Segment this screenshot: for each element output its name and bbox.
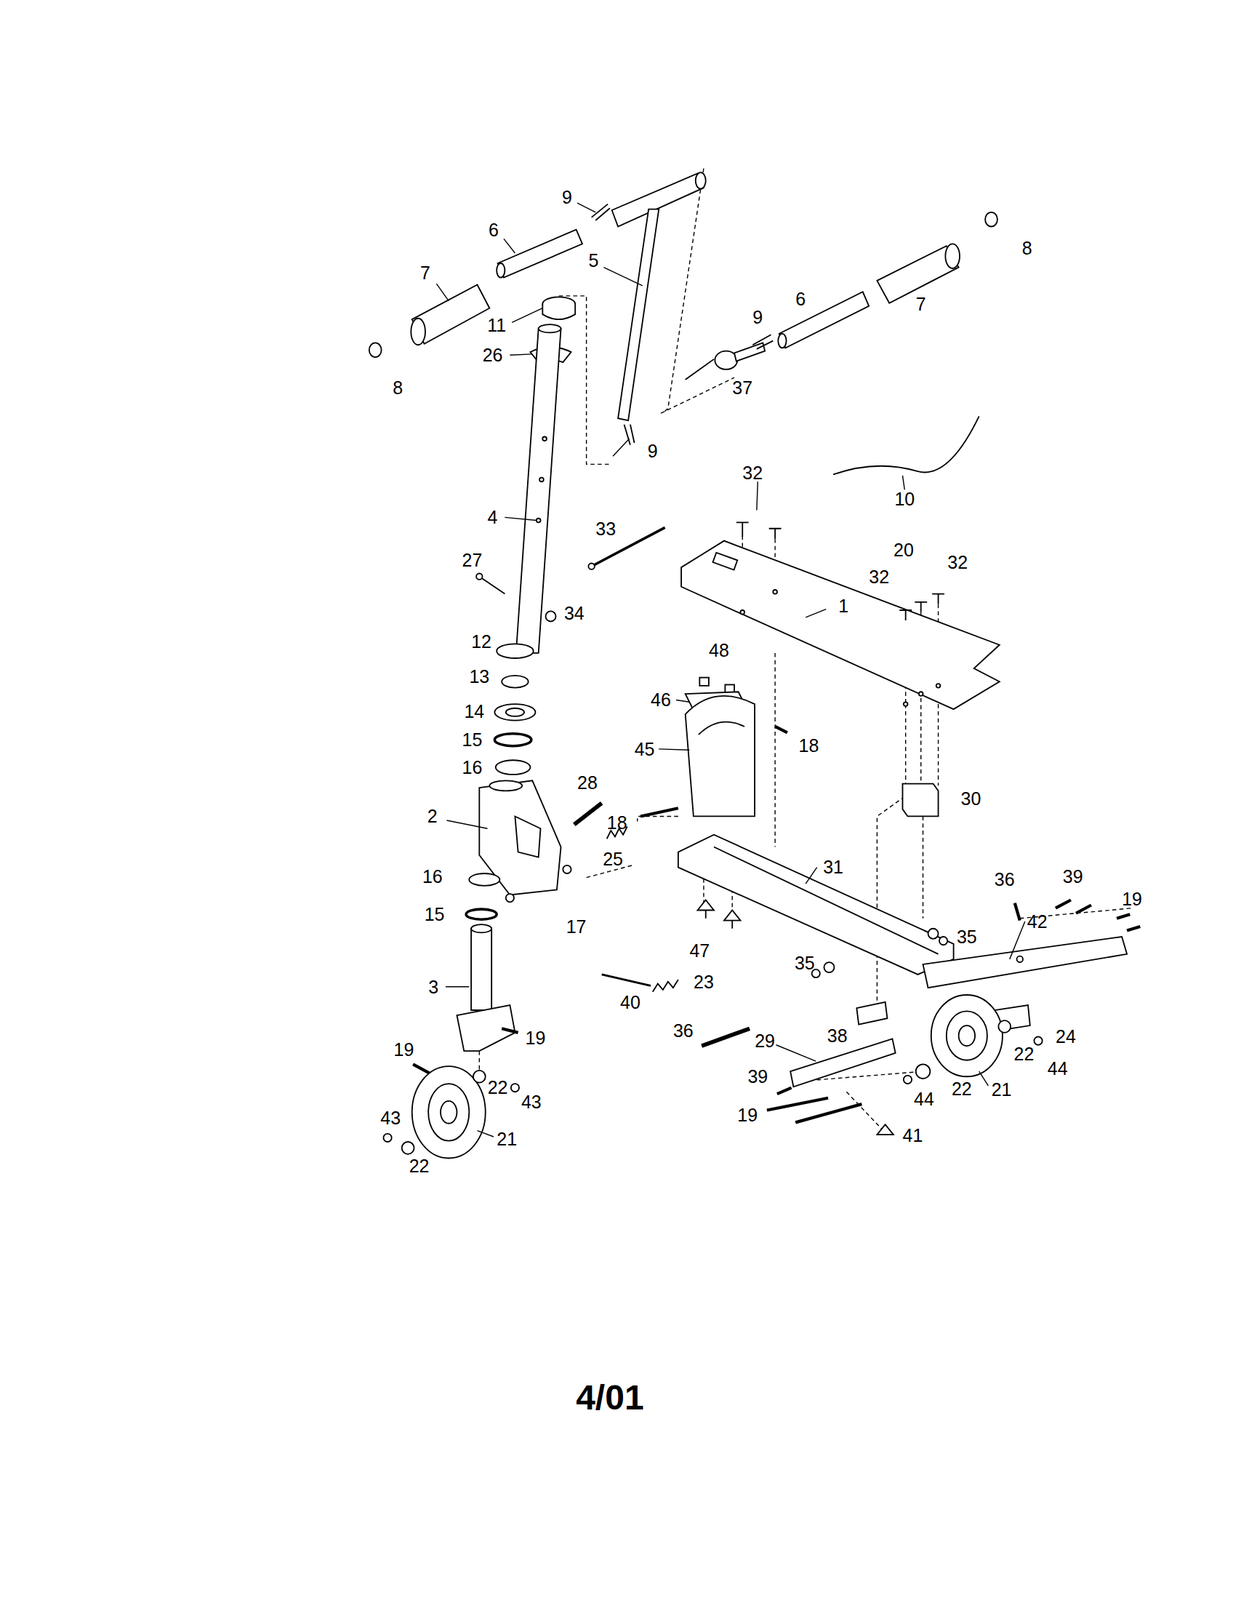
- callout-number: 19: [394, 1040, 415, 1059]
- callout-number: 48: [708, 640, 730, 659]
- callout-number: 9: [647, 442, 658, 461]
- callout-number: 6: [488, 220, 499, 239]
- callout-number: 33: [595, 519, 616, 538]
- callout-number: 32: [742, 463, 763, 482]
- callout-number: 44: [1047, 1058, 1068, 1077]
- callout-number: 14: [463, 701, 485, 720]
- callout-number: 24: [1055, 1027, 1076, 1046]
- callout-number: 26: [482, 346, 504, 365]
- callout-number: 39: [747, 1066, 768, 1085]
- callout-number: 32: [868, 567, 890, 586]
- callout-number: 31: [822, 857, 844, 877]
- callout-number: 32: [947, 552, 968, 571]
- callout-number: 16: [422, 867, 443, 886]
- callout-number: 10: [894, 489, 915, 508]
- callout-number: 13: [468, 667, 490, 686]
- callout-number: 22: [487, 1078, 509, 1097]
- callout-number: 8: [392, 378, 403, 397]
- date-code: 4/01: [575, 1379, 644, 1415]
- callout-number: 15: [424, 904, 445, 923]
- callout-number: 7: [916, 295, 927, 314]
- callout-number: 46: [650, 690, 672, 709]
- callout-number: 9: [752, 308, 763, 327]
- callout-number: 29: [754, 1030, 775, 1050]
- callout-number: 25: [602, 849, 624, 869]
- callout-number: 15: [462, 730, 483, 749]
- callout-number: 39: [1062, 867, 1084, 886]
- callout-number: 22: [409, 1156, 430, 1175]
- callout-number: 7: [420, 263, 431, 282]
- callout-number: 5: [588, 250, 599, 269]
- callout-number: 9: [561, 187, 573, 206]
- callout-number: 43: [521, 1092, 542, 1111]
- callout-number: 2: [427, 806, 438, 826]
- callout-number: 8: [1022, 238, 1033, 257]
- callout-number: 41: [902, 1126, 924, 1145]
- callout-number: 28: [577, 772, 598, 791]
- callout-number: 35: [956, 926, 978, 946]
- callout-number: 22: [951, 1078, 973, 1098]
- callout-number: 44: [913, 1089, 935, 1108]
- callout-number: 23: [693, 972, 714, 991]
- callout-number: 34: [564, 604, 585, 623]
- callout-number: 35: [794, 953, 815, 973]
- callout-number: 47: [689, 941, 710, 960]
- callout-number: 18: [798, 736, 820, 755]
- callout-number: 4: [487, 508, 498, 527]
- callout-number: 6: [795, 290, 806, 309]
- callout-number: 40: [620, 992, 641, 1011]
- callout-number: 36: [673, 1020, 694, 1039]
- callout-number: 45: [634, 739, 656, 758]
- callout-number: 30: [961, 789, 982, 808]
- callout-number: 11: [487, 316, 506, 335]
- callout-number: 21: [991, 1080, 1012, 1099]
- callout-number: 17: [566, 916, 587, 935]
- callout-number: 37: [732, 378, 753, 397]
- callout-number: 36: [994, 870, 1015, 889]
- callout-number: 18: [607, 812, 628, 831]
- callout-number: 43: [380, 1108, 401, 1127]
- callout-number: 38: [827, 1025, 848, 1044]
- callout-number: 21: [496, 1129, 517, 1148]
- callout-number: 12: [471, 632, 492, 651]
- callout-number: 19: [737, 1105, 758, 1124]
- callout-number: 1: [838, 596, 849, 616]
- callout-number: 27: [462, 551, 483, 570]
- callout-number: 22: [1014, 1044, 1035, 1063]
- callout-number: 42: [1027, 911, 1048, 930]
- callout-number: 19: [525, 1027, 546, 1047]
- callout-number: 19: [1121, 889, 1143, 908]
- callout-number: 20: [893, 540, 914, 560]
- callout-number: 16: [462, 757, 483, 776]
- callout-number: 3: [428, 977, 439, 996]
